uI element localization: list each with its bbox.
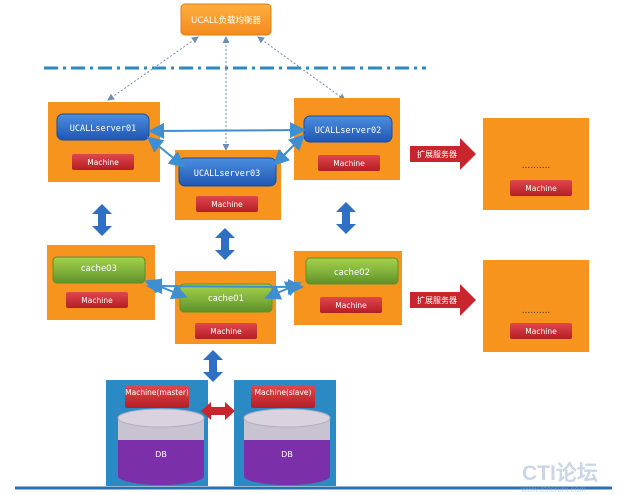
- db-label: DB: [281, 450, 293, 459]
- replication-arrow: [201, 402, 235, 420]
- cache-label: cache01: [208, 294, 244, 304]
- server-label: UCALLserver02: [315, 126, 382, 136]
- server-block-02: UCALLserver02 Machine: [294, 98, 400, 180]
- expansion-label: 扩展服务器: [417, 295, 457, 305]
- db-machine-label: Machine(slave): [255, 388, 312, 397]
- cache-block-03: cache03 Machine: [47, 245, 155, 320]
- machine-label: Machine: [333, 159, 365, 168]
- server-label: UCALLserver03: [194, 169, 261, 179]
- machine-label: Machine: [211, 200, 243, 209]
- load-balancer: UCALL负载均衡器: [180, 3, 272, 36]
- cache-block-02: cache02 Machine: [294, 251, 402, 325]
- expansion-server-box-2: .......... Machine: [483, 260, 589, 352]
- balancer-links: [107, 36, 346, 151]
- db-slave-panel: Machine(slave) DB: [234, 380, 336, 486]
- expansion-server-box-1: .......... Machine: [483, 118, 589, 210]
- db-label: DB: [155, 450, 167, 459]
- vertical-links: [92, 202, 356, 382]
- machine-label: Machine: [210, 327, 242, 336]
- expansion-arrow-2: 扩展服务器: [410, 284, 476, 316]
- machine-label: Machine: [525, 184, 557, 193]
- watermark: CTI论坛 www.ctiforum.com: [520, 461, 598, 494]
- expansion-dots: ..........: [522, 306, 551, 316]
- expansion-label: 扩展服务器: [417, 149, 457, 159]
- db-machine-label: Machine(master): [125, 388, 189, 397]
- server-block-03: UCALLserver03 Machine: [175, 150, 281, 220]
- expansion-dots: ..........: [522, 161, 551, 171]
- cache-label: cache02: [334, 268, 370, 278]
- cache-links: [144, 278, 304, 300]
- cache-label: cache03: [81, 264, 117, 274]
- watermark-brand: CTI论坛: [522, 461, 598, 485]
- server-links: [146, 122, 306, 168]
- cache-block-01: cache01 Machine: [175, 271, 276, 344]
- machine-label: Machine: [87, 158, 119, 167]
- watermark-url: www.ctiforum.com: [520, 485, 586, 494]
- expansion-arrow-1: 扩展服务器: [410, 138, 476, 170]
- machine-label: Machine: [81, 296, 113, 305]
- machine-label: Machine: [525, 327, 557, 336]
- machine-label: Machine: [335, 301, 367, 310]
- db-master-panel: Machine(master) DB: [106, 380, 208, 486]
- load-balancer-label: UCALL负载均衡器: [191, 15, 261, 26]
- server-block-01: UCALLserver01 Machine: [48, 102, 160, 182]
- server-label: UCALLserver01: [70, 124, 137, 134]
